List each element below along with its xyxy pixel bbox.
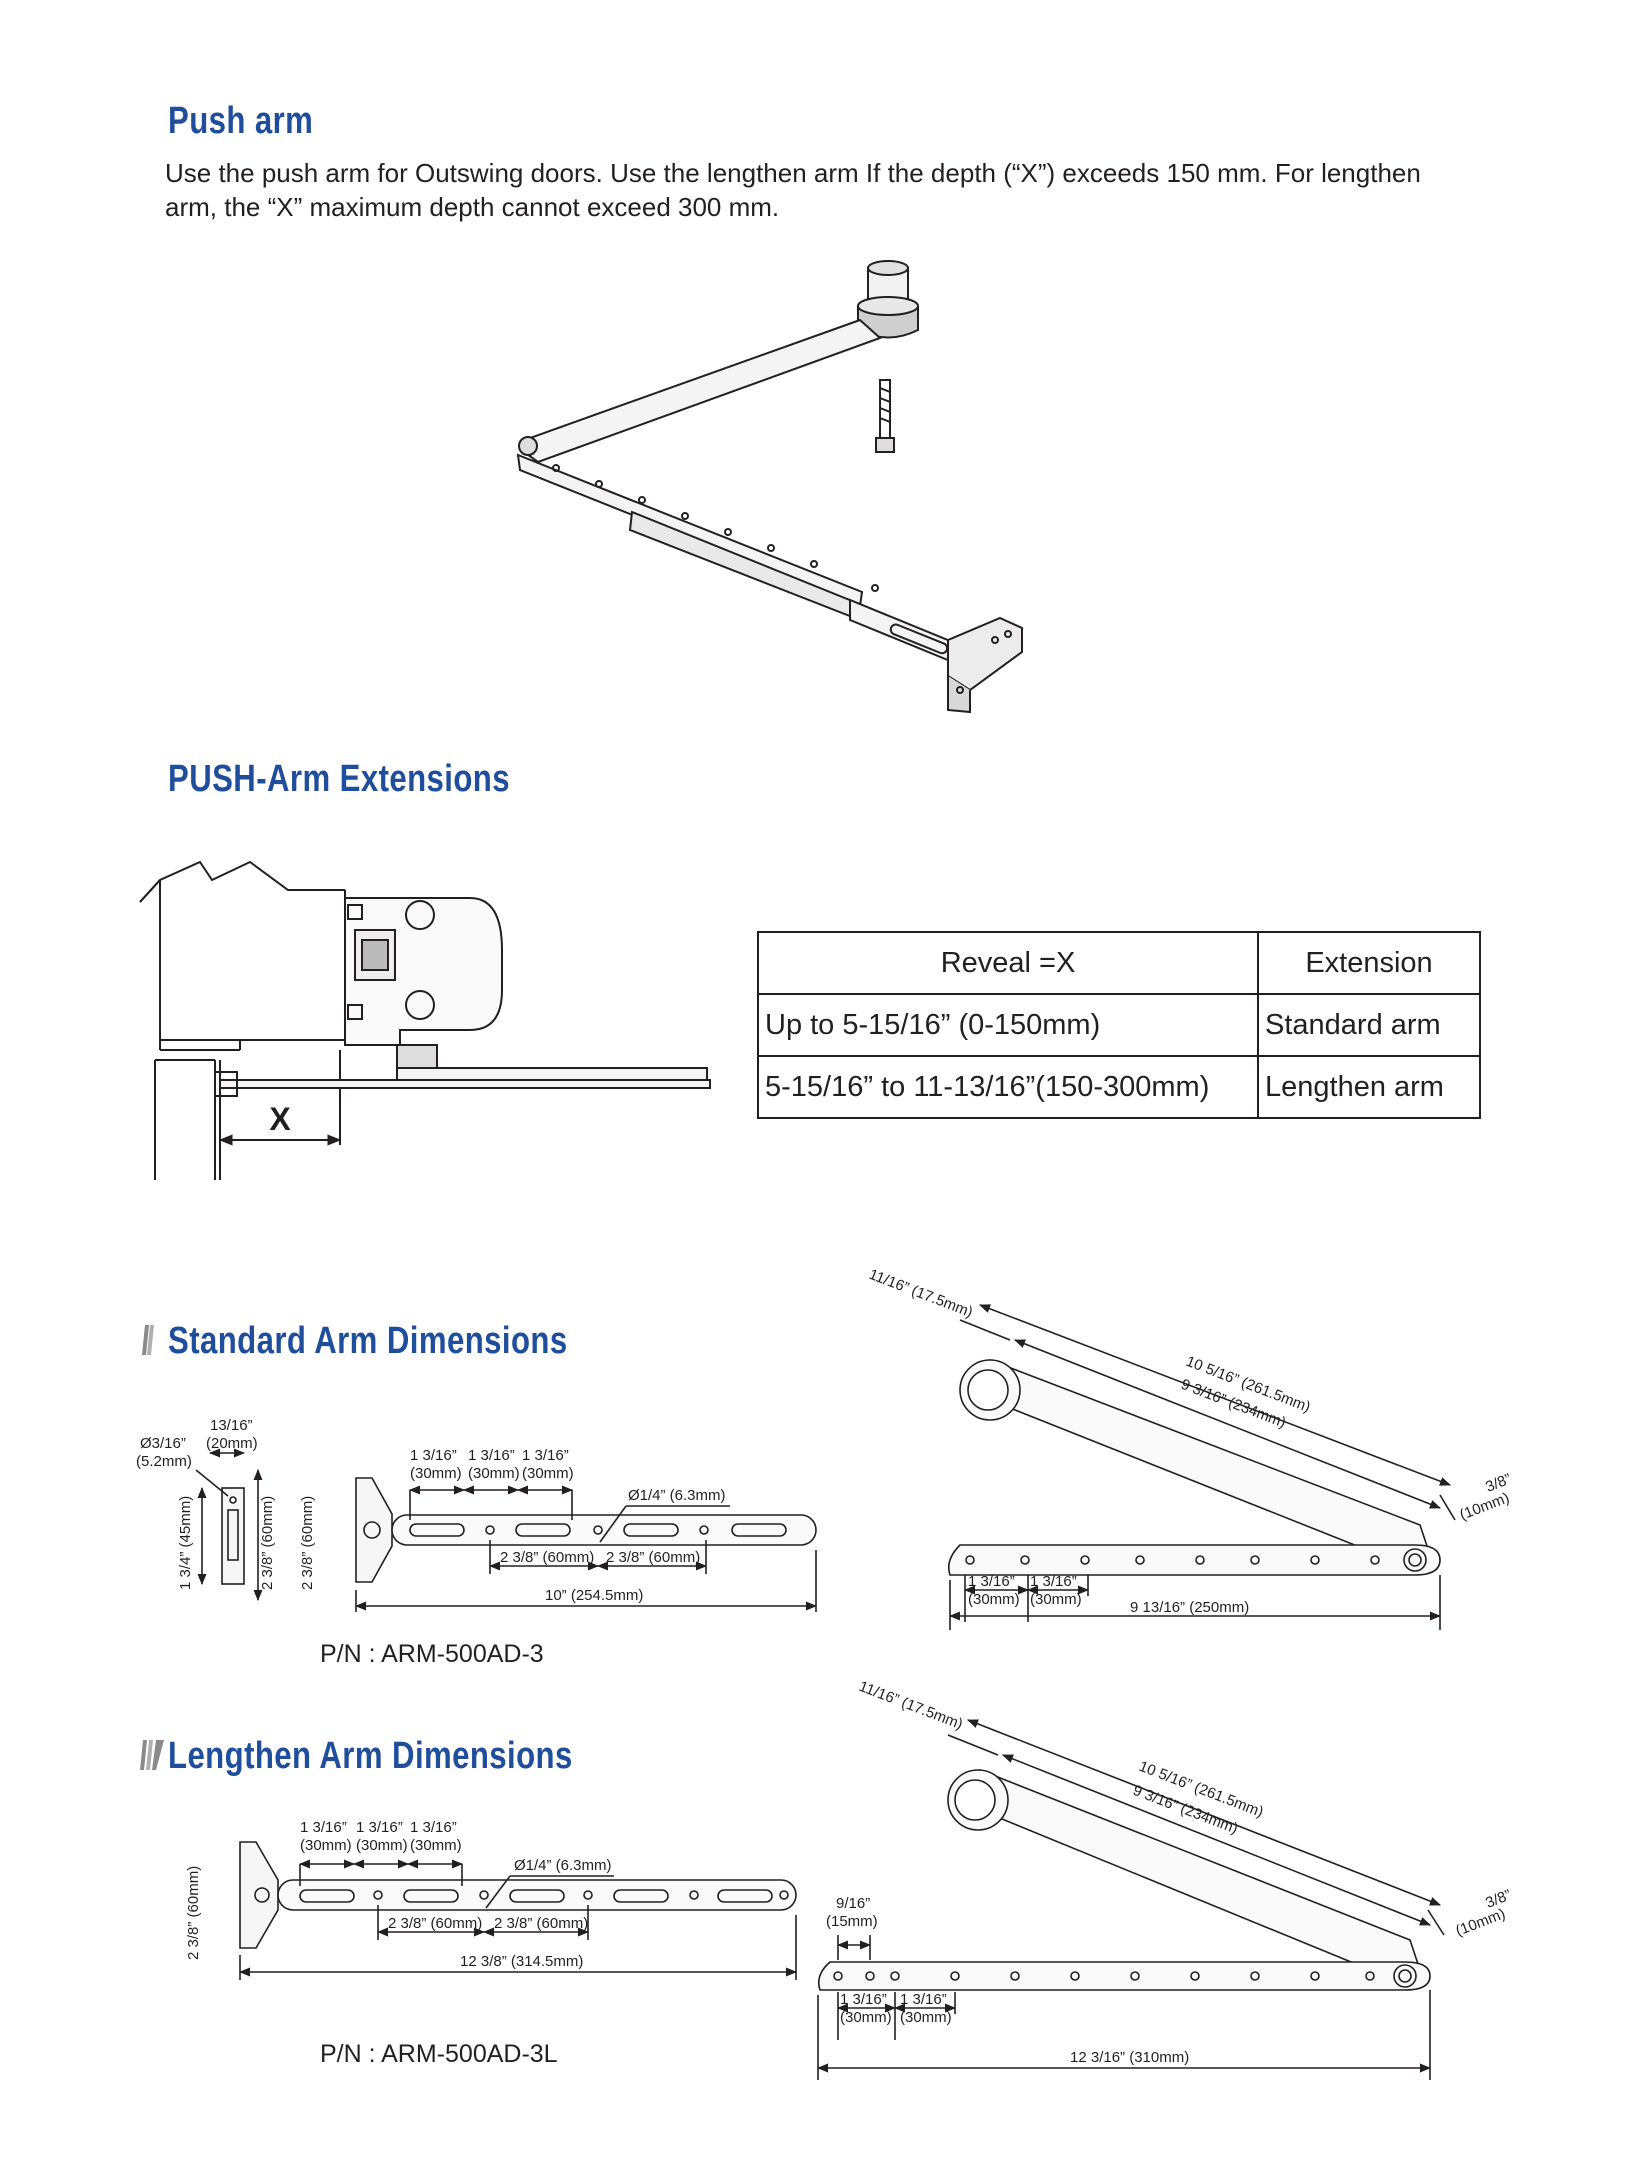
dim-label: 12 3/16” (310mm) bbox=[1070, 2049, 1189, 2066]
installation-drawing bbox=[139, 860, 711, 1180]
push-arm-heading: Push arm bbox=[168, 100, 314, 142]
dim-label: (30mm) bbox=[968, 1591, 1020, 1608]
dim-label: 1 3/16” bbox=[356, 1819, 403, 1836]
dim-label: (30mm) bbox=[468, 1465, 520, 1482]
lengthen-arm-heading: Lengthen Arm Dimensions bbox=[168, 1735, 573, 1777]
push-arm-illustration bbox=[516, 260, 1023, 714]
dim-label: (10mm) bbox=[1457, 1489, 1511, 1523]
table-cell: Standard arm bbox=[1257, 993, 1481, 1057]
table-header-cell: Reveal =X bbox=[757, 931, 1259, 995]
dim-label: (10mm) bbox=[1453, 1905, 1507, 1939]
dim-label: 11/16” (17.5mm) bbox=[857, 1678, 966, 1733]
table-cell: Lengthen arm bbox=[1257, 1055, 1481, 1119]
dim-label: (30mm) bbox=[300, 1837, 352, 1854]
dim-label: 1 3/16” bbox=[968, 1573, 1015, 1590]
dim-label: (30mm) bbox=[840, 2009, 892, 2026]
dim-label: 2 3/8” (60mm) bbox=[494, 1915, 588, 1932]
dim-label: (30mm) bbox=[900, 2009, 952, 2026]
section-accent-icon bbox=[140, 1325, 154, 1355]
dim-label: 13/16” bbox=[210, 1417, 253, 1434]
lengthen-assembly-view bbox=[816, 1719, 1445, 2080]
dim-label: 10” (254.5mm) bbox=[545, 1587, 643, 1604]
dim-label: (30mm) bbox=[1030, 1591, 1082, 1608]
dim-label: Ø3/16” bbox=[140, 1435, 186, 1452]
standard-top-view bbox=[354, 1477, 818, 1612]
dim-label: 12 3/8” (314.5mm) bbox=[460, 1953, 583, 1970]
dim-label: 9/16” bbox=[836, 1895, 870, 1912]
dim-label: 2 3/8” (60mm) bbox=[185, 1866, 202, 1960]
section-accent-icon bbox=[140, 1740, 164, 1770]
table-cell: Up to 5-15/16” (0-150mm) bbox=[757, 993, 1259, 1057]
dim-label: 1 3/16” bbox=[1030, 1573, 1077, 1590]
dim-label: 1 3/16” bbox=[840, 1991, 887, 2008]
dim-label: (30mm) bbox=[522, 1465, 574, 1482]
dim-label: 1 3/16” bbox=[300, 1819, 347, 1836]
table-cell: 5-15/16” to 11-13/16”(150-300mm) bbox=[757, 1055, 1259, 1119]
table-header-cell: Extension bbox=[1257, 931, 1481, 995]
dim-label: 2 3/8” (60mm) bbox=[606, 1549, 700, 1566]
standard-part-number: P/N : ARM-500AD-3 bbox=[320, 1640, 544, 1668]
dim-label: (30mm) bbox=[410, 1465, 462, 1482]
dim-label: 2 3/8” (60mm) bbox=[388, 1915, 482, 1932]
dim-label: Ø1/4” (6.3mm) bbox=[514, 1857, 612, 1874]
extensions-heading: PUSH-Arm Extensions bbox=[168, 758, 510, 800]
table-row: Up to 5-15/16” (0-150mm) Standard arm bbox=[757, 993, 1481, 1057]
table-header-row: Reveal =X Extension bbox=[757, 931, 1481, 995]
dim-label: 11/16” (17.5mm) bbox=[867, 1266, 976, 1321]
dim-label: 2 3/8” (60mm) bbox=[259, 1496, 276, 1590]
lengthen-part-number: P/N : ARM-500AD-3L bbox=[320, 2040, 558, 2068]
dim-label: (5.2mm) bbox=[136, 1453, 192, 1470]
x-label: X bbox=[269, 1101, 291, 1137]
dim-label: (20mm) bbox=[206, 1435, 258, 1452]
dim-label: 1 3/16” bbox=[410, 1447, 457, 1464]
standard-side-view bbox=[195, 1448, 263, 1602]
dim-label: 1 3/16” bbox=[900, 1991, 947, 2008]
standard-assembly-view bbox=[947, 1304, 1456, 1630]
dim-label: 2 3/8” (60mm) bbox=[500, 1549, 594, 1566]
dim-label: (15mm) bbox=[826, 1913, 878, 1930]
push-arm-description: Use the push arm for Outswing doors. Use… bbox=[165, 158, 1421, 222]
table-row: 5-15/16” to 11-13/16”(150-300mm) Lengthe… bbox=[757, 1055, 1481, 1119]
lengthen-top-view bbox=[238, 1841, 798, 1980]
reveal-extension-table: Reveal =X Extension Up to 5-15/16” (0-15… bbox=[757, 931, 1481, 1119]
standard-arm-heading: Standard Arm Dimensions bbox=[168, 1320, 568, 1362]
dim-label: 1 3/16” bbox=[468, 1447, 515, 1464]
dim-label: Ø1/4” (6.3mm) bbox=[628, 1487, 726, 1504]
dim-label: 2 3/8” (60mm) bbox=[299, 1496, 316, 1590]
dim-label: 1 3/4” (45mm) bbox=[177, 1496, 194, 1590]
dim-label: 1 3/16” bbox=[410, 1819, 457, 1836]
dim-label: (30mm) bbox=[410, 1837, 462, 1854]
dim-label: 1 3/16” bbox=[522, 1447, 569, 1464]
dim-label: 9 13/16” (250mm) bbox=[1130, 1599, 1249, 1616]
dim-label: (30mm) bbox=[356, 1837, 408, 1854]
